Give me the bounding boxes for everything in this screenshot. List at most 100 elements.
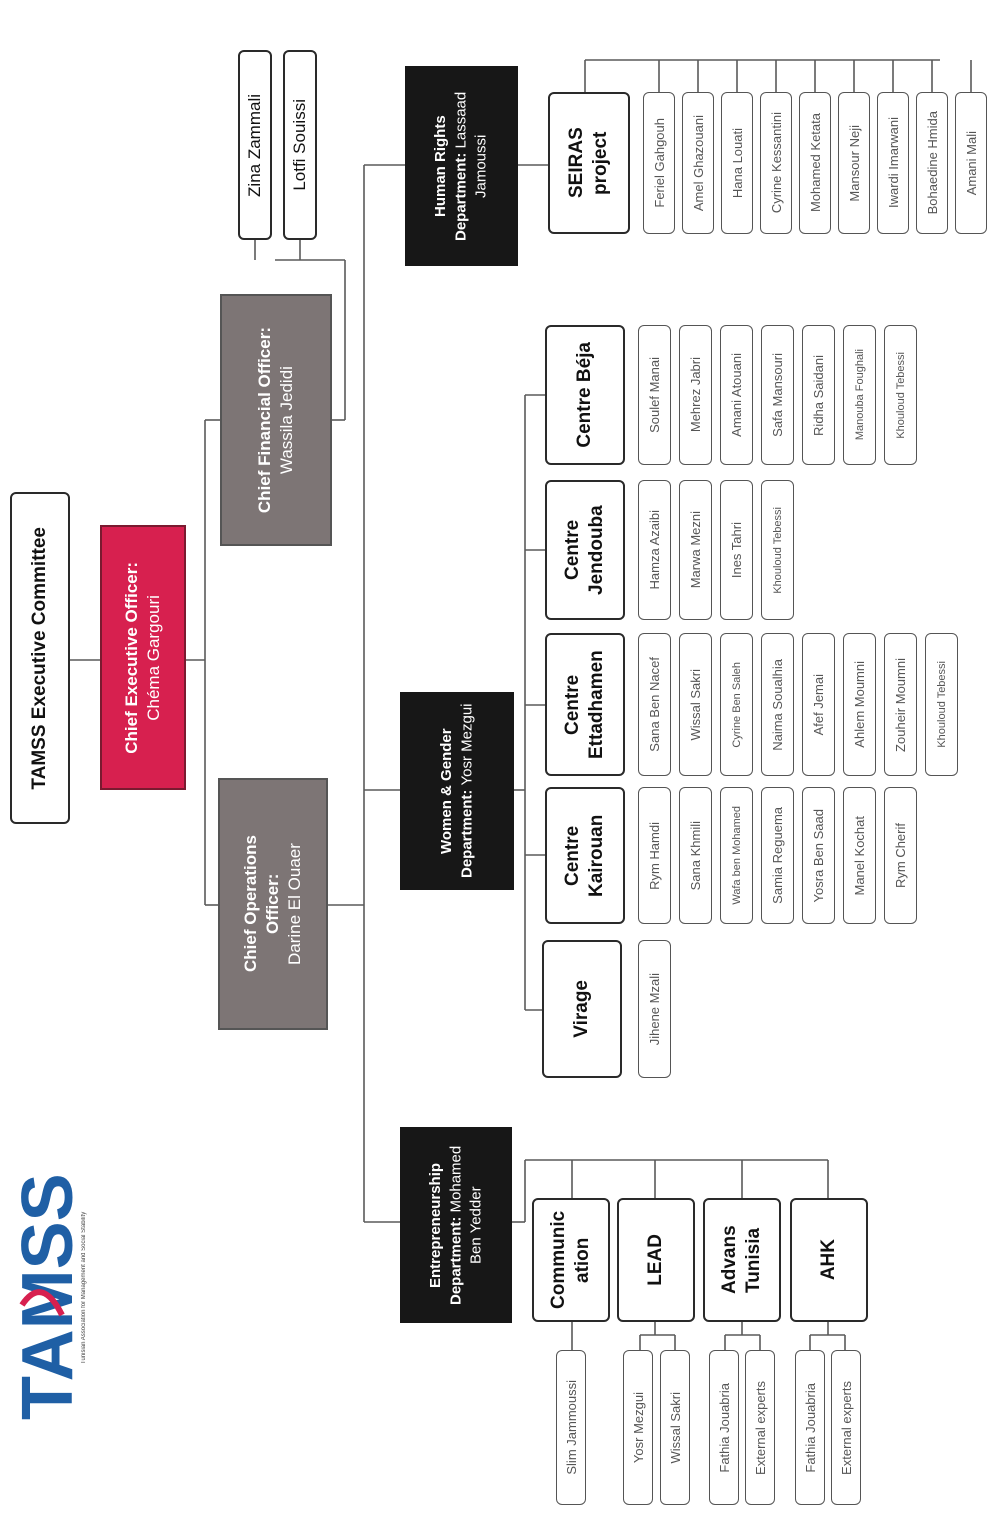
unit-label: Centre Kairouan [562,814,607,897]
member-name: Afef Jemai [811,673,826,736]
cfo-staff-box: Zina Zammali [238,50,272,240]
cfo-staff-box: Lotfi Souissi [283,50,317,240]
member-name: Marwa Mezni [688,511,703,589]
coo-title: Chief Operations Officer: [240,835,282,973]
member-name: Mohamed Ketata [807,113,823,213]
member-box: Bohaedine Hmida [916,92,948,234]
member-name: External experts [838,1380,854,1475]
unit-label: Advans Tunisia [719,1225,764,1295]
member-box: Sana Ben Nacef [638,633,671,776]
member-name: Amel Ghazouani [690,114,706,212]
member-box: Hana Louati [721,92,753,234]
member-name: Feriel Gahgouh [651,118,667,208]
member-name: Safa Mansouri [770,353,785,437]
member-box: Yosr Mezgui [623,1350,653,1505]
member-name: Amani Mali [963,130,979,196]
member-box: Amel Ghazouani [682,92,714,234]
member-box: Mansour Neji [838,92,870,234]
member-name: Yosra Ben Saad [811,808,826,903]
member-box: Sana Khmili [679,787,712,924]
member-box: Ahlem Moumni [843,633,876,776]
women-gender-department-box: Women & Gender Department: Yosr Mezgui [400,692,514,890]
member-box: Hamza Azaibi [638,480,671,620]
member-box: Wafa ben Mohamed [720,787,753,924]
member-box: External experts [831,1350,861,1505]
coo-box: Chief Operations Officer: Darine El Ouae… [218,778,328,1030]
ceo-title: Chief Executive Officer: [121,561,141,754]
member-name: Mansour Neji [846,124,862,202]
member-name: Ines Tahri [729,521,744,579]
member-name: Rym Cherif [893,822,908,888]
member-box: Marwa Mezni [679,480,712,620]
member-box: Ines Tahri [720,480,753,620]
member-box: Khouloud Tebessi [761,480,794,620]
unit-label: AHK [818,1239,840,1281]
unit-centre-kairouan: Centre Kairouan [545,787,625,924]
member-box: Amani Mali [955,92,987,234]
member-box: Khouloud Tebessi [925,633,958,776]
member-box: Rym Hamdi [638,787,671,924]
member-name: Jihene Mzali [647,972,662,1046]
member-name: Samia Reguema [770,807,785,904]
unit-label: SEIRAS project [566,127,611,199]
member-name: Hana Louati [729,127,745,199]
member-name: Cyrine Ben Saleh [730,661,743,748]
executive-committee-box: TAMSS Executive Committee [10,492,70,824]
ceo-box: Chief Executive Officer: Chéma Gargouri [100,525,186,790]
member-name: Zouheir Moumni [893,657,908,752]
cfo-box: Chief Financial Officer: Wassila Jedidi [220,294,332,546]
member-name: Ahlem Moumni [852,661,867,748]
ceo-name: Chéma Gargouri [144,594,163,721]
member-box: Iwardi Imarwani [877,92,909,234]
cfo-title: Chief Financial Officer: [254,326,274,514]
member-box: Fathia Jouabria [709,1350,739,1505]
member-box: Jihene Mzali [638,940,671,1078]
member-name: Sana Khmili [688,820,703,891]
member-box: Soulef Manai [638,325,671,465]
member-box: Mehrez Jabri [679,325,712,465]
unit-label: LEAD [645,1234,667,1286]
unit-label: Centre Ettadhamen [562,650,607,759]
member-name: Amani Atouani [729,353,744,437]
member-box: Slim Jammoussi [556,1350,586,1505]
member-box: Amani Atouani [720,325,753,465]
member-box: Cyrine Ben Saleh [720,633,753,776]
unit-communication: Communic ation [532,1198,610,1322]
member-box: Zouheir Moumni [884,633,917,776]
unit-centre-beja: Centre Béja [545,325,625,465]
unit-label: Virage [571,980,593,1038]
member-box: Naima Soualhia [761,633,794,776]
member-name: Soulef Manai [647,357,662,433]
member-box: Manel Kochat [843,787,876,924]
unit-advans-tunisia: Advans Tunisia [703,1198,781,1322]
member-box: External experts [745,1350,775,1505]
member-name: Bohaedine Hmida [924,111,940,215]
member-name: Cyrine Kessantini [768,112,784,214]
member-name: Rym Hamdi [647,821,662,890]
unit-label: Centre Béja [574,342,596,448]
member-name: Naima Soualhia [770,658,785,751]
member-box: Samia Reguema [761,787,794,924]
member-name: Sana Ben Nacef [647,657,662,752]
member-box: Khouloud Tebessi [884,325,917,465]
tamss-logo-icon: TAMSS [8,1173,88,1420]
member-name: Yosr Mezgui [630,1391,646,1464]
member-box: Mohamed Ketata [799,92,831,234]
unit-lead: LEAD [617,1198,695,1322]
member-box: Rym Cherif [884,787,917,924]
unit-label: Centre Jendouba [562,505,607,595]
unit-centre-jendouba: Centre Jendouba [545,480,625,620]
member-name: Iwardi Imarwani [885,117,901,209]
unit-virage: Virage [542,940,622,1078]
member-name: Fathia Jouabria [802,1382,818,1473]
member-box: Manouba Foughali [843,325,876,465]
committee-label: TAMSS Executive Committee [29,526,50,790]
unit-centre-ettadhamen: Centre Ettadhamen [545,633,625,776]
member-name: Mehrez Jabri [688,357,703,433]
member-box: Ridha Saidani [802,325,835,465]
member-name: Hamza Azaibi [647,510,662,590]
member-name: Ridha Saidani [811,354,826,436]
member-name: Manel Kochat [852,815,867,896]
